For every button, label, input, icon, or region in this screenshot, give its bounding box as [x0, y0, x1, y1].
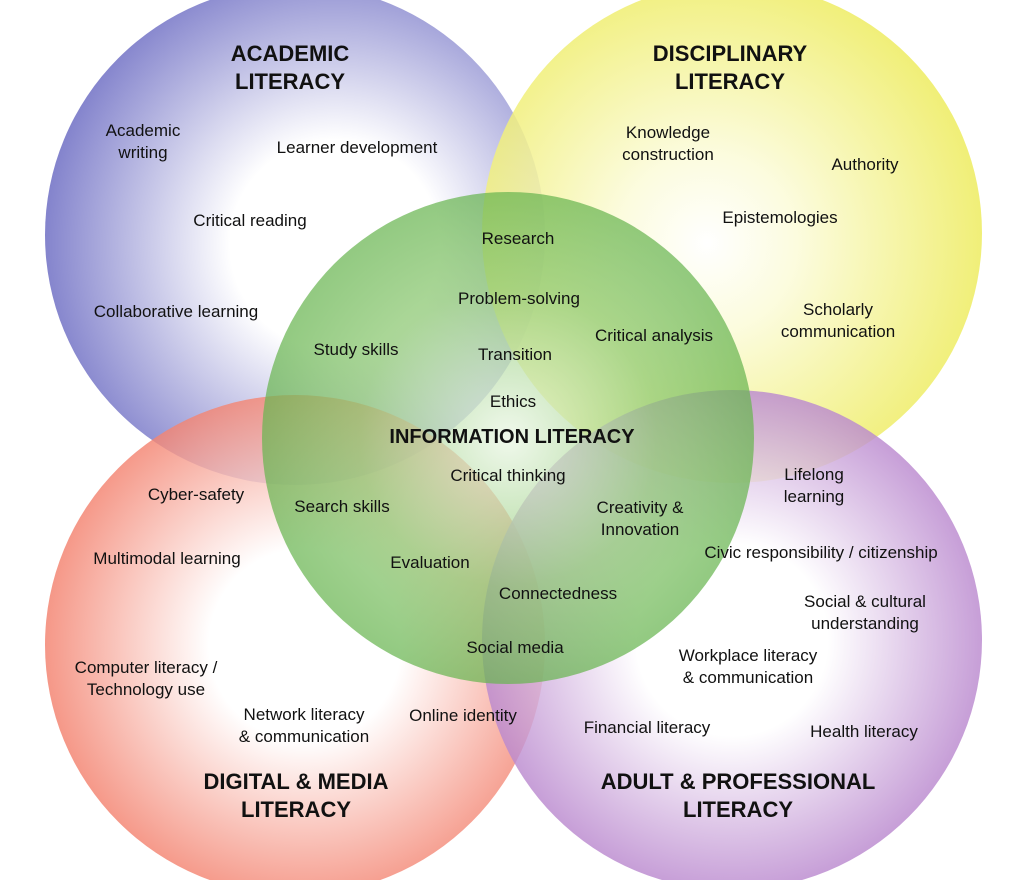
- label-transition: Transition: [477, 345, 553, 364]
- label-collaborative-learning: Collaborative learning: [93, 302, 259, 321]
- label-critical-thinking: Critical thinking: [450, 466, 566, 485]
- label-study-skills: Study skills: [313, 340, 399, 359]
- label-evaluation: Evaluation: [390, 553, 470, 572]
- label-financial-literacy: Financial literacy: [583, 718, 711, 737]
- label-problem-solving: Problem-solving: [458, 289, 580, 308]
- label-online-identity: Online identity: [409, 706, 517, 725]
- label-health-literacy: Health literacy: [810, 722, 918, 741]
- label-ethics: Ethics: [489, 392, 537, 411]
- label-research: Research: [481, 229, 555, 248]
- label-network-literacy: Network literacy & communication: [238, 705, 370, 746]
- label-cyber-safety: Cyber-safety: [147, 485, 245, 504]
- adult-professional-literacy-title: ADULT & PROFESSIONAL LITERACY: [600, 769, 876, 822]
- label-knowledge-construction: Knowledge construction: [622, 123, 714, 164]
- label-epistemologies: Epistemologies: [722, 208, 838, 227]
- label-scholarly-communication: Scholarly communication: [780, 300, 896, 341]
- label-learner-development: Learner development: [276, 138, 438, 157]
- label-connectedness: Connectedness: [498, 584, 618, 603]
- label-critical-analysis: Critical analysis: [594, 326, 714, 345]
- label-lifelong-learning: Lifelong learning: [783, 465, 845, 506]
- digital-media-literacy-title: DIGITAL & MEDIA LITERACY: [203, 769, 389, 822]
- label-computer-literacy: Computer literacy / Technology use: [74, 658, 218, 699]
- label-authority: Authority: [831, 155, 899, 174]
- label-workplace-literacy: Workplace literacy & communication: [678, 646, 818, 687]
- label-critical-reading: Critical reading: [193, 211, 307, 230]
- label-social-cultural-understanding: Social & cultural understanding: [804, 592, 926, 633]
- label-civic-responsibility: Civic responsibility / citizenship: [704, 543, 938, 562]
- label-academic-writing: Academic writing: [105, 121, 181, 162]
- label-multimodal-learning: Multimodal learning: [93, 549, 241, 568]
- disciplinary-literacy-title: DISCIPLINARY LITERACY: [652, 41, 808, 94]
- information-literacy-title: INFORMATION LITERACY: [389, 426, 635, 448]
- label-search-skills: Search skills: [294, 497, 390, 516]
- label-social-media: Social media: [466, 638, 564, 657]
- label-creativity-innovation: Creativity & Innovation: [596, 498, 684, 539]
- academic-literacy-title: ACADEMIC LITERACY: [230, 41, 350, 94]
- information-literacy-circle: [262, 192, 754, 684]
